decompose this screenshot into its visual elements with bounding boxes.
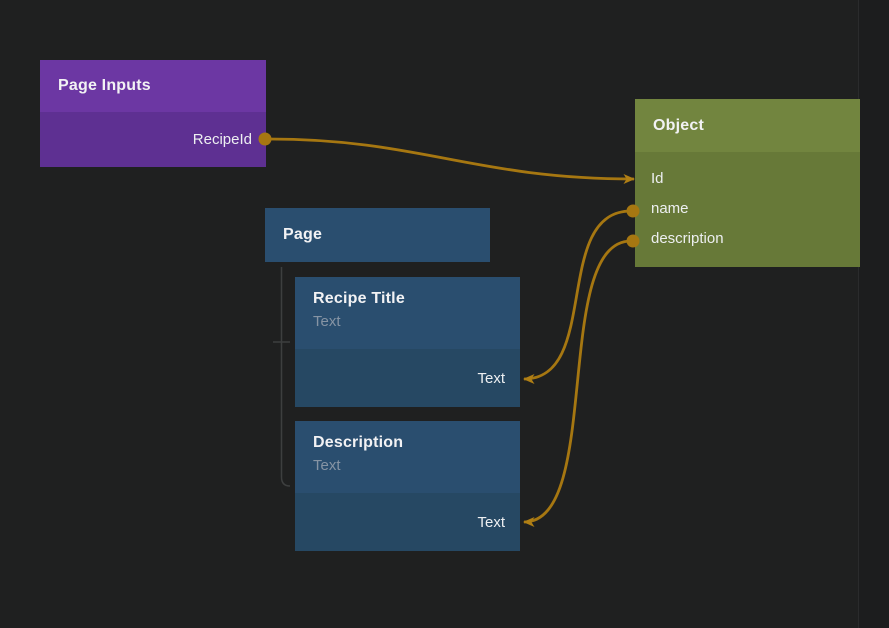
port-row-recipeid[interactable]: RecipeId — [40, 112, 266, 167]
node-title: Page Inputs — [58, 77, 151, 94]
connection-description-to-description-text[interactable] — [523, 239, 632, 527]
node-description-header[interactable]: Description Text — [295, 421, 520, 493]
tree-connector-line — [280, 267, 291, 487]
node-page-inputs-header[interactable]: Page Inputs — [40, 60, 266, 112]
node-object[interactable]: Object Id name description — [635, 99, 860, 267]
port-row-id[interactable]: Id — [651, 163, 860, 193]
input-port-label-id: Id — [651, 169, 664, 187]
node-recipe-title-header[interactable]: Recipe Title Text — [295, 277, 520, 349]
right-panel-divider — [858, 0, 889, 628]
node-object-ports: Id name description — [635, 152, 860, 267]
connection-recipeid-to-id[interactable] — [268, 137, 635, 184]
port-row-name[interactable]: name — [651, 193, 860, 223]
port-row-description[interactable]: description — [651, 223, 860, 253]
output-port-label-description: description — [651, 229, 724, 247]
port-row-text[interactable]: Text — [295, 493, 520, 551]
node-page-header[interactable]: Page — [265, 208, 490, 262]
node-object-header[interactable]: Object — [635, 99, 860, 152]
node-description[interactable]: Description Text Text — [295, 421, 520, 551]
node-type-label: Text — [313, 313, 341, 330]
port-row-text[interactable]: Text — [295, 349, 520, 407]
node-title: Object — [653, 116, 704, 134]
node-type-label: Text — [313, 457, 341, 474]
connection-name-to-recipe-title-text[interactable] — [523, 209, 632, 384]
node-title: Page — [283, 226, 323, 243]
input-port-label-text: Text — [477, 513, 505, 531]
node-recipe-title[interactable]: Recipe Title Text Text — [295, 277, 520, 407]
node-page-inputs[interactable]: Page Inputs RecipeId — [40, 60, 266, 167]
output-port-label-name: name — [651, 199, 689, 217]
input-port-label-text: Text — [477, 369, 505, 387]
node-title: Recipe Title — [313, 290, 405, 307]
node-title: Description — [313, 434, 404, 451]
output-port-label-recipeid: RecipeId — [192, 131, 252, 148]
node-page[interactable]: Page — [265, 208, 490, 262]
